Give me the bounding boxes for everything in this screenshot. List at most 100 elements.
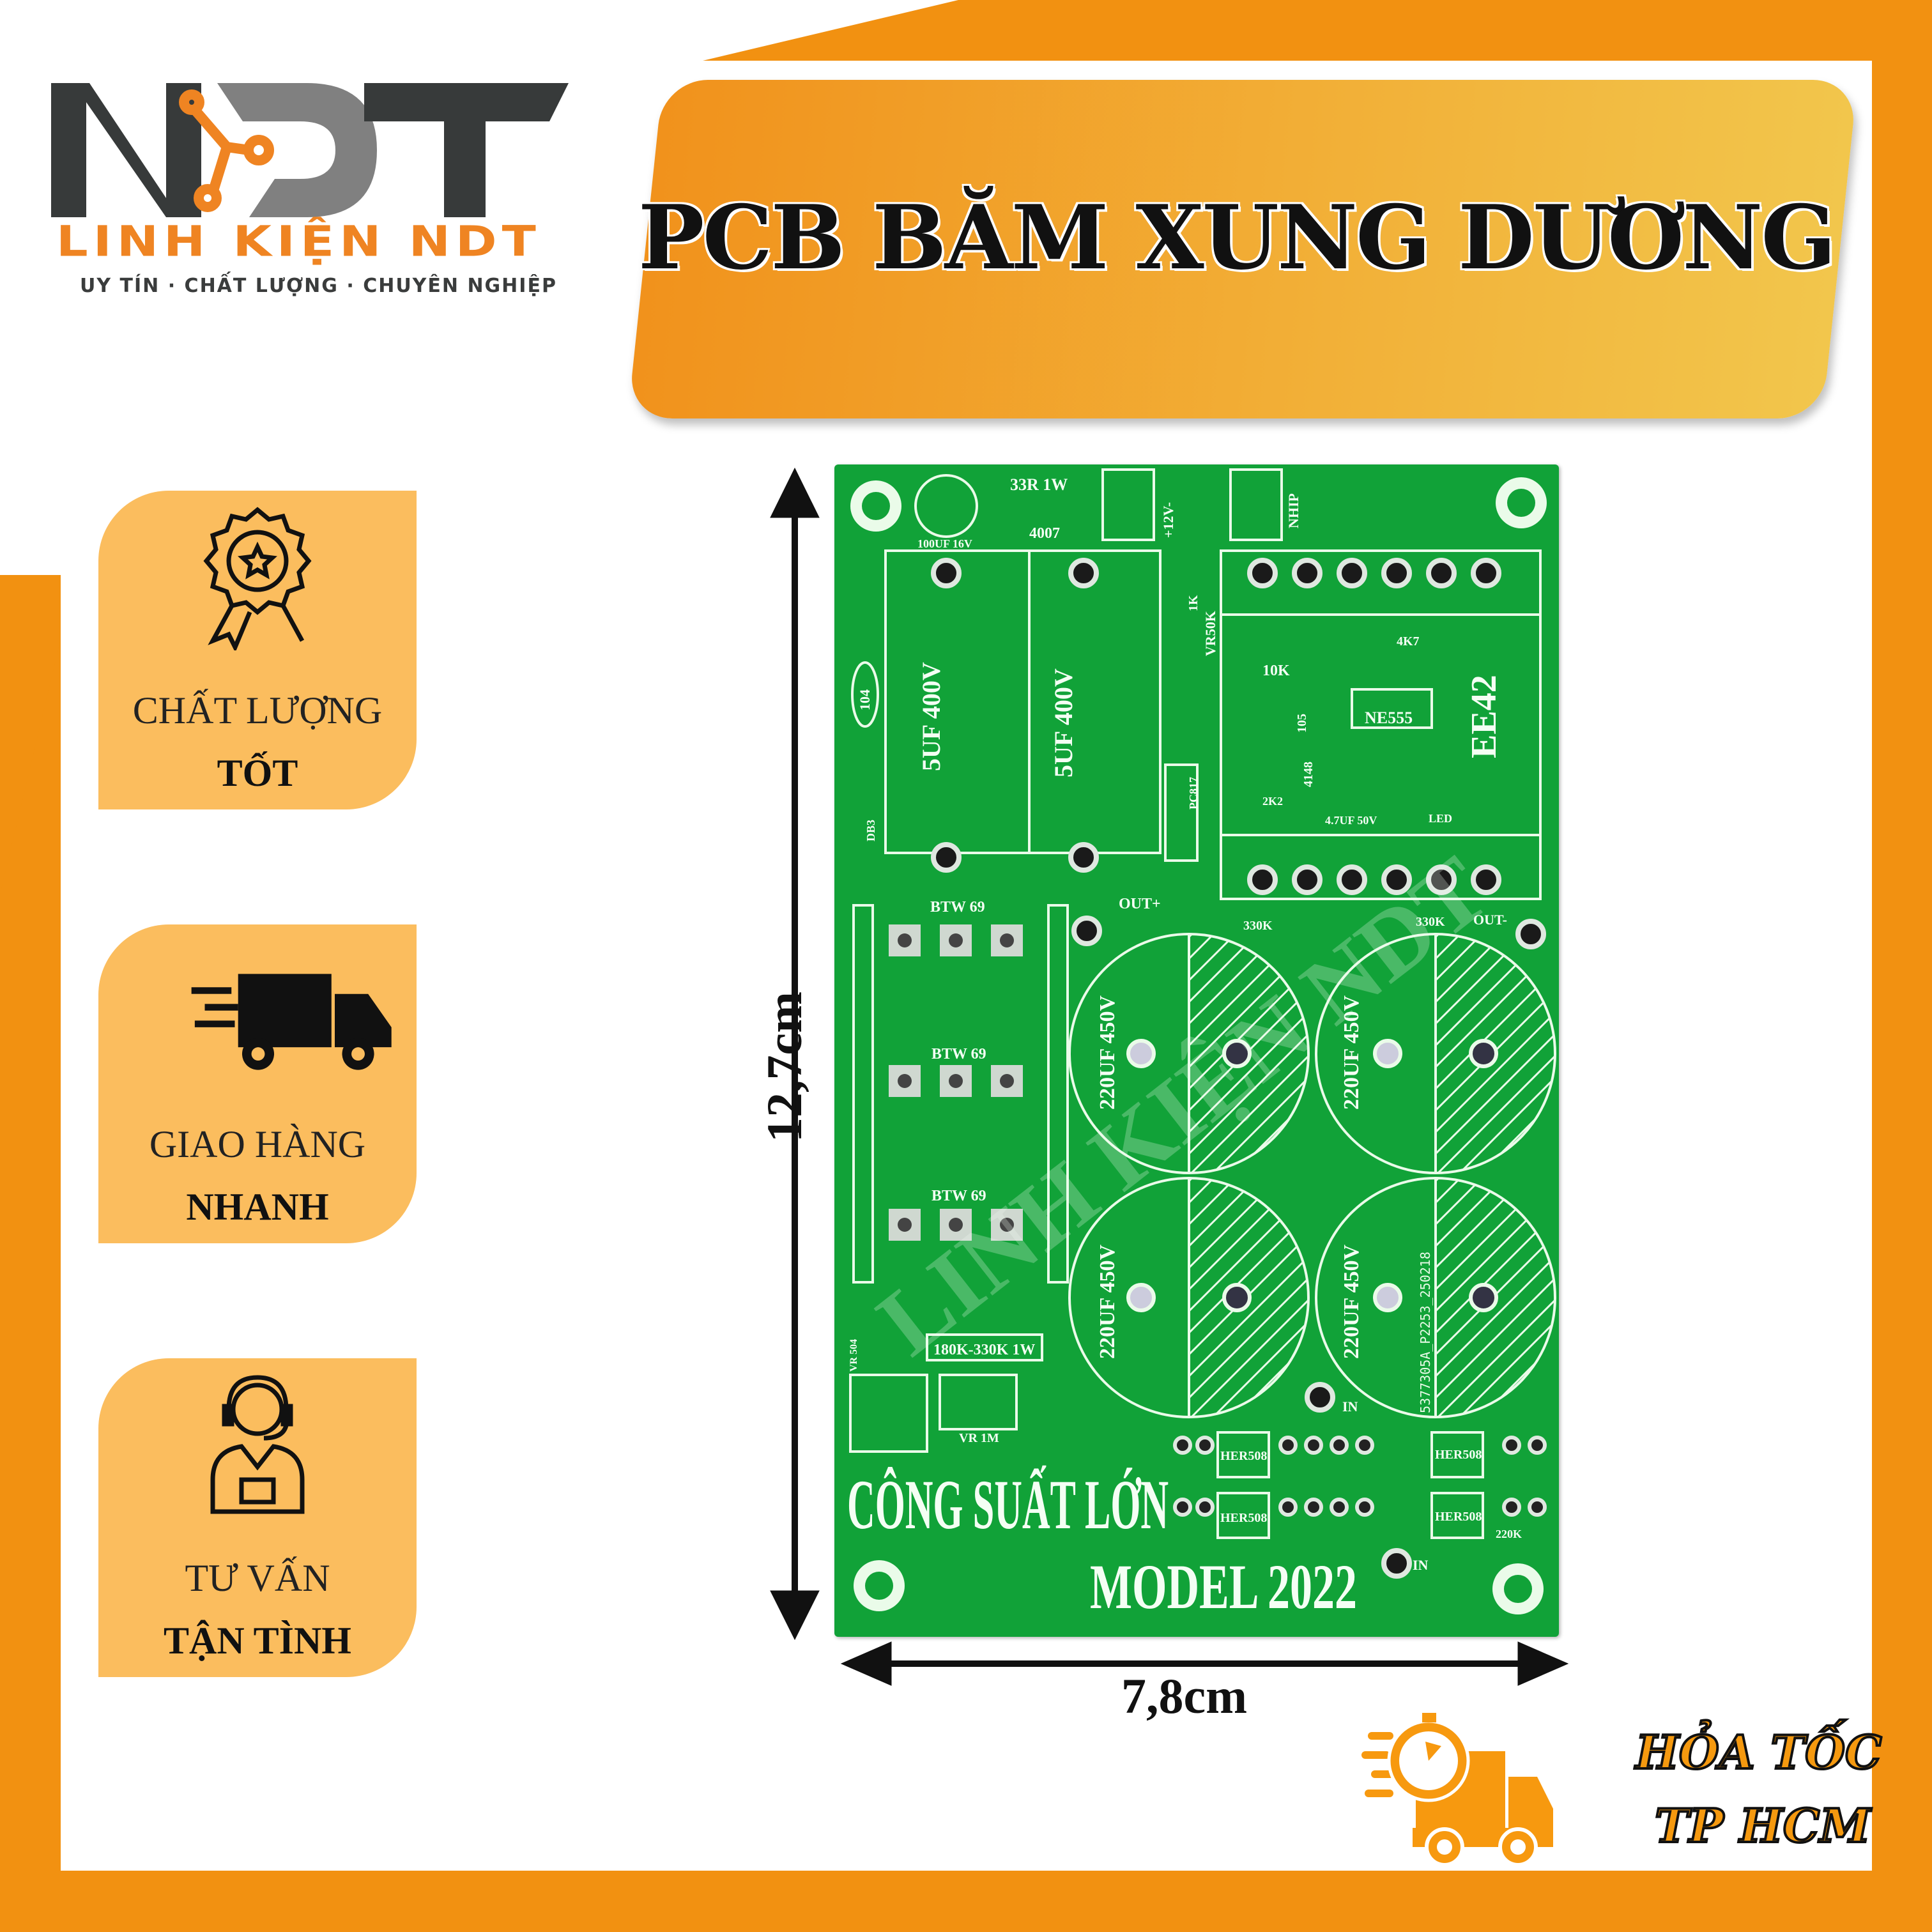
capacitor-hatch — [1437, 1299, 1556, 1418]
diode-pad — [1173, 1436, 1192, 1455]
silk-led: LED — [1429, 812, 1452, 825]
content-panel-left — [0, 0, 61, 575]
capacitor-hatch — [1500, 1118, 1537, 1154]
capacitor-hatch — [1188, 1035, 1308, 1155]
silk-180k: 180K-330K 1W — [933, 1342, 1035, 1358]
silk-vr504: VR 504 — [848, 1339, 859, 1372]
transistor-hole — [898, 933, 912, 947]
pcb-pad — [1292, 864, 1322, 895]
silk-105: 105 — [1295, 714, 1309, 733]
pcb-pad — [1337, 864, 1367, 895]
bottom-strip — [0, 1871, 1932, 1932]
transistor-hole — [949, 1074, 963, 1088]
capacitor-hatch — [1434, 1279, 1554, 1399]
capacitor-hatch — [1462, 1080, 1553, 1171]
pad — [1222, 1039, 1252, 1068]
capacitor-hatch — [1190, 1299, 1310, 1418]
capacitor-hatch — [1434, 954, 1505, 1025]
pad — [1373, 1283, 1402, 1312]
capacitor-hatch — [1188, 1190, 1245, 1247]
silk-code: 5377305A_P2253_250218 — [1418, 1252, 1433, 1413]
silk-vr1m: VR 1M — [959, 1431, 999, 1445]
silk-her508-2: HER508 — [1435, 1448, 1482, 1462]
silk-out-plus: OUT+ — [1119, 896, 1161, 912]
pad — [1373, 1039, 1402, 1068]
transistor-hole — [949, 933, 963, 947]
pcb-pad — [1515, 919, 1546, 949]
capacitor-hatch — [1434, 1261, 1551, 1377]
pcb-pad — [1247, 864, 1278, 895]
pcb-pad — [1292, 558, 1322, 588]
pcb-pad — [1381, 558, 1412, 588]
pcb-watermark: LINH KIỆN NDT — [859, 836, 1507, 1376]
capacitor-hatch — [1188, 1179, 1213, 1204]
silk-db3: DB3 — [864, 820, 877, 841]
pcb-silkscreen: LINH KIỆN NDT 33R 1W 4007 100UF 16V +12V… — [847, 468, 1556, 1622]
height-label: 12,7cm — [756, 991, 813, 1143]
silk-5uf-1: 5UF 400V — [917, 662, 946, 771]
diode-pad — [1278, 1436, 1298, 1455]
ndt-logo-icon — [51, 83, 569, 217]
feature-line1: GIAO HÀNG — [149, 1123, 366, 1165]
capacitor-hatch — [1437, 1055, 1556, 1174]
quality-badge-icon — [203, 507, 312, 650]
capacitor-hatch — [1188, 1199, 1258, 1269]
capacitor-hatch — [1434, 1179, 1459, 1204]
capacitor-hatch — [1188, 975, 1281, 1068]
capacitor-hatch — [1500, 1362, 1537, 1399]
capacitor-hatch — [1434, 1177, 1439, 1182]
diode-pad — [1502, 1436, 1521, 1455]
silk-btw69-2: BTW 69 — [931, 1046, 986, 1062]
silk-in-1: IN — [1342, 1399, 1358, 1414]
silk-330k-2: 330K — [1416, 915, 1445, 929]
capacitor-hatch — [1434, 964, 1517, 1046]
feature-line1: CHẤT LƯỢNG — [132, 689, 383, 732]
transistor-hole — [1000, 1218, 1014, 1232]
silk-220uf-4: 220UF 450V — [1340, 1244, 1363, 1359]
diode-pad — [1195, 1436, 1215, 1455]
capacitor-hatch — [1434, 1190, 1491, 1247]
pad — [1469, 1283, 1498, 1312]
silk-her508-3: HER508 — [1220, 1511, 1267, 1525]
capacitor-hatch — [1188, 1177, 1193, 1182]
pad — [1126, 1039, 1156, 1068]
silk-nhip: NHIP — [1285, 493, 1301, 528]
shipping-line2: TP HCM — [1653, 1797, 1872, 1854]
shipping-line1: HỎA TỐC — [1634, 1724, 1883, 1781]
feature-line2: NHANH — [186, 1186, 329, 1228]
capacitor-hatch — [1188, 1208, 1270, 1291]
feature-line2: TỐT — [217, 752, 298, 794]
capacitor-hatch — [1188, 935, 1213, 960]
capacitor-hatch — [1188, 1279, 1308, 1399]
pcb-pad — [1471, 864, 1501, 895]
capacitor-hatch — [1188, 1219, 1281, 1312]
silk-in-2: IN — [1413, 1557, 1429, 1573]
capacitor-hatch — [1462, 1324, 1553, 1415]
delivery-truck-icon — [191, 974, 392, 1070]
silk-model-2022: MODEL 2022 — [1090, 1551, 1357, 1622]
capacitor-hatch — [1188, 1017, 1304, 1133]
silk-4007: 4007 — [1029, 525, 1060, 542]
capacitor-hatch — [1254, 1362, 1290, 1399]
silk-4-7uf: 4.7UF 50V — [1325, 814, 1377, 827]
transistor-hole — [949, 1218, 963, 1232]
silk-33r: 33R 1W — [1010, 475, 1068, 494]
capacitor-hatch — [1434, 1199, 1505, 1269]
pcb-pad — [931, 558, 962, 588]
width-arrow — [840, 1641, 1569, 1686]
capacitor-hatch — [1434, 940, 1476, 981]
silk-ne555: NE555 — [1365, 709, 1413, 727]
capacitor-hatch — [1188, 1232, 1290, 1334]
pcb-pad — [1337, 558, 1367, 588]
silk-10k: 10K — [1262, 663, 1290, 679]
silk-1k: 1K — [1186, 595, 1200, 611]
transistor-hole — [898, 1074, 912, 1088]
pcb-board: LINH KIỆN NDT 33R 1W 4007 100UF 16V +12V… — [834, 464, 1559, 1637]
capacitor-hatch — [1434, 1184, 1476, 1225]
pcb-pad — [1426, 864, 1457, 895]
feature-line1: TƯ VẤN — [185, 1557, 330, 1599]
diode-pad — [1304, 1436, 1323, 1455]
diode-pad — [1195, 1498, 1215, 1517]
pad — [1469, 1039, 1498, 1068]
